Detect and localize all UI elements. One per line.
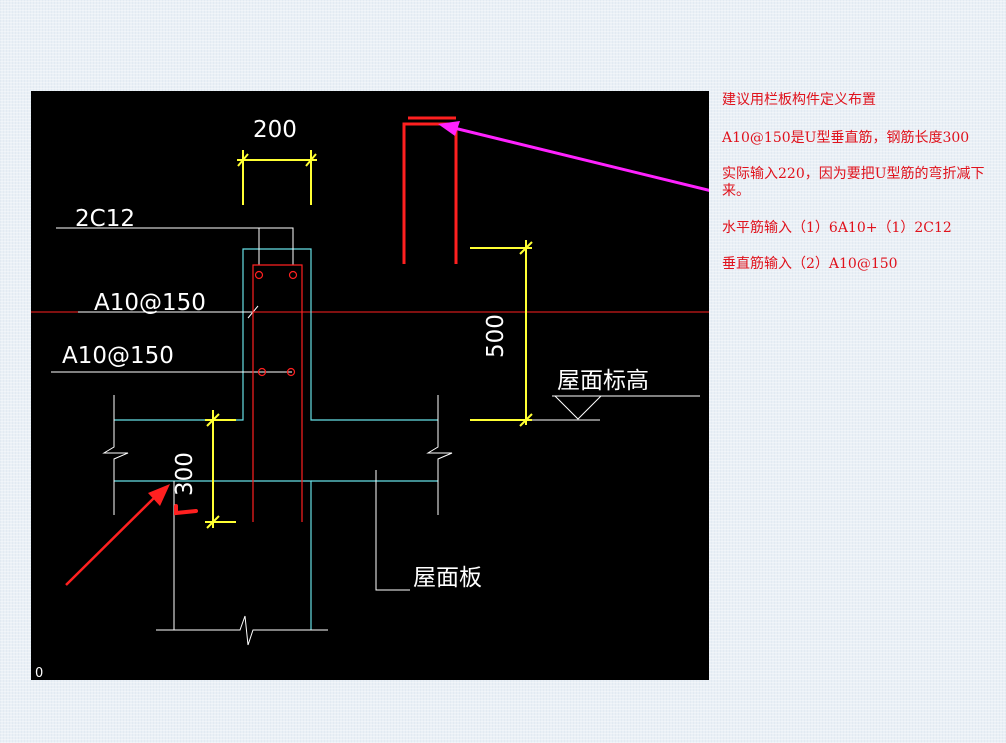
annotation-mark [174, 504, 198, 516]
roof-elevation-label: 屋面标高 [557, 368, 649, 394]
cad-drawing-svg: 200 2C12 A10@150 A10@150 500 300 屋面标高 屋面… [31, 116, 709, 680]
magenta-arrow [438, 121, 709, 192]
corner-mark-label: 0 [35, 666, 43, 680]
u-bar-detail [402, 116, 458, 264]
red-arrow [65, 484, 170, 586]
dim-500-label: 500 [483, 314, 509, 358]
rebar-mid-label: A10@150 [94, 290, 206, 316]
note-2: A10@150是U型垂直筋，钢筋长度300 [722, 130, 970, 146]
dim-200-label: 200 [253, 117, 297, 143]
break-lines [102, 395, 453, 646]
roof-slab-label: 屋面板 [413, 565, 482, 591]
note-3: 实际输入220，因为要把U型筋的弯折减下来。 [722, 166, 985, 199]
cad-drawing-canvas[interactable]: 200 2C12 A10@150 A10@150 500 300 屋面标高 屋面… [31, 91, 709, 680]
dimension-lines [205, 150, 533, 529]
note-5: 垂直筋输入（2）A10@150 [722, 256, 898, 272]
rebar-low-label: A10@150 [62, 343, 174, 369]
rebar-cage [252, 264, 303, 522]
note-4: 水平筋输入（1）6A10+（1）2C12 [722, 220, 952, 236]
dim-300-label: 300 [172, 452, 198, 496]
rebar-top-label: 2C12 [75, 206, 135, 232]
leader-lines [51, 227, 700, 421]
note-1: 建议用栏板构件定义布置 [722, 92, 876, 108]
